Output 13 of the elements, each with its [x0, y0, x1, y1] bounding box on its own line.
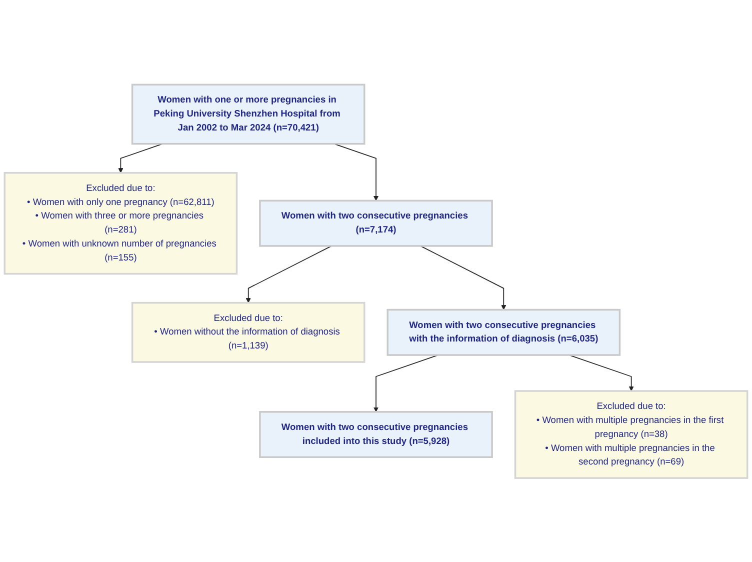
node-box: Women with two consecutive pregnancies (n=7,174)	[259, 199, 493, 246]
node-box: Excluded due to: • Women with multiple pregnancies in the first pregnancy (n=38) • Women with multiple pregnancies in the second pregnancy (n=69)	[514, 390, 748, 479]
arrow	[420, 245, 506, 310]
node-box: Women with two consecutive pregnancies included into this study (n=5,928)	[259, 410, 493, 458]
arrow	[118, 143, 164, 173]
arrow	[568, 354, 634, 391]
arrow	[373, 354, 439, 412]
arrow	[334, 143, 379, 201]
node-box: Excluded due to: • Women without the information of diagnosis (n=1,139)	[131, 302, 366, 363]
arrow	[246, 245, 332, 303]
node-box: Excluded due to: • Women with only one pregnancy (n=62,811) • Women with three or more pregnancies (n=281) • Women with unknown number of pregnancies (n=155)	[4, 172, 238, 274]
node-box: Women with two consecutive pregnancies with the information of diagnosis (n=6,035)	[386, 308, 621, 356]
node-box: Women with one or more pregnancies in Peking University Shenzhen Hospital from Jan 2002 to Mar 2024 (n=70,421)	[131, 83, 366, 144]
